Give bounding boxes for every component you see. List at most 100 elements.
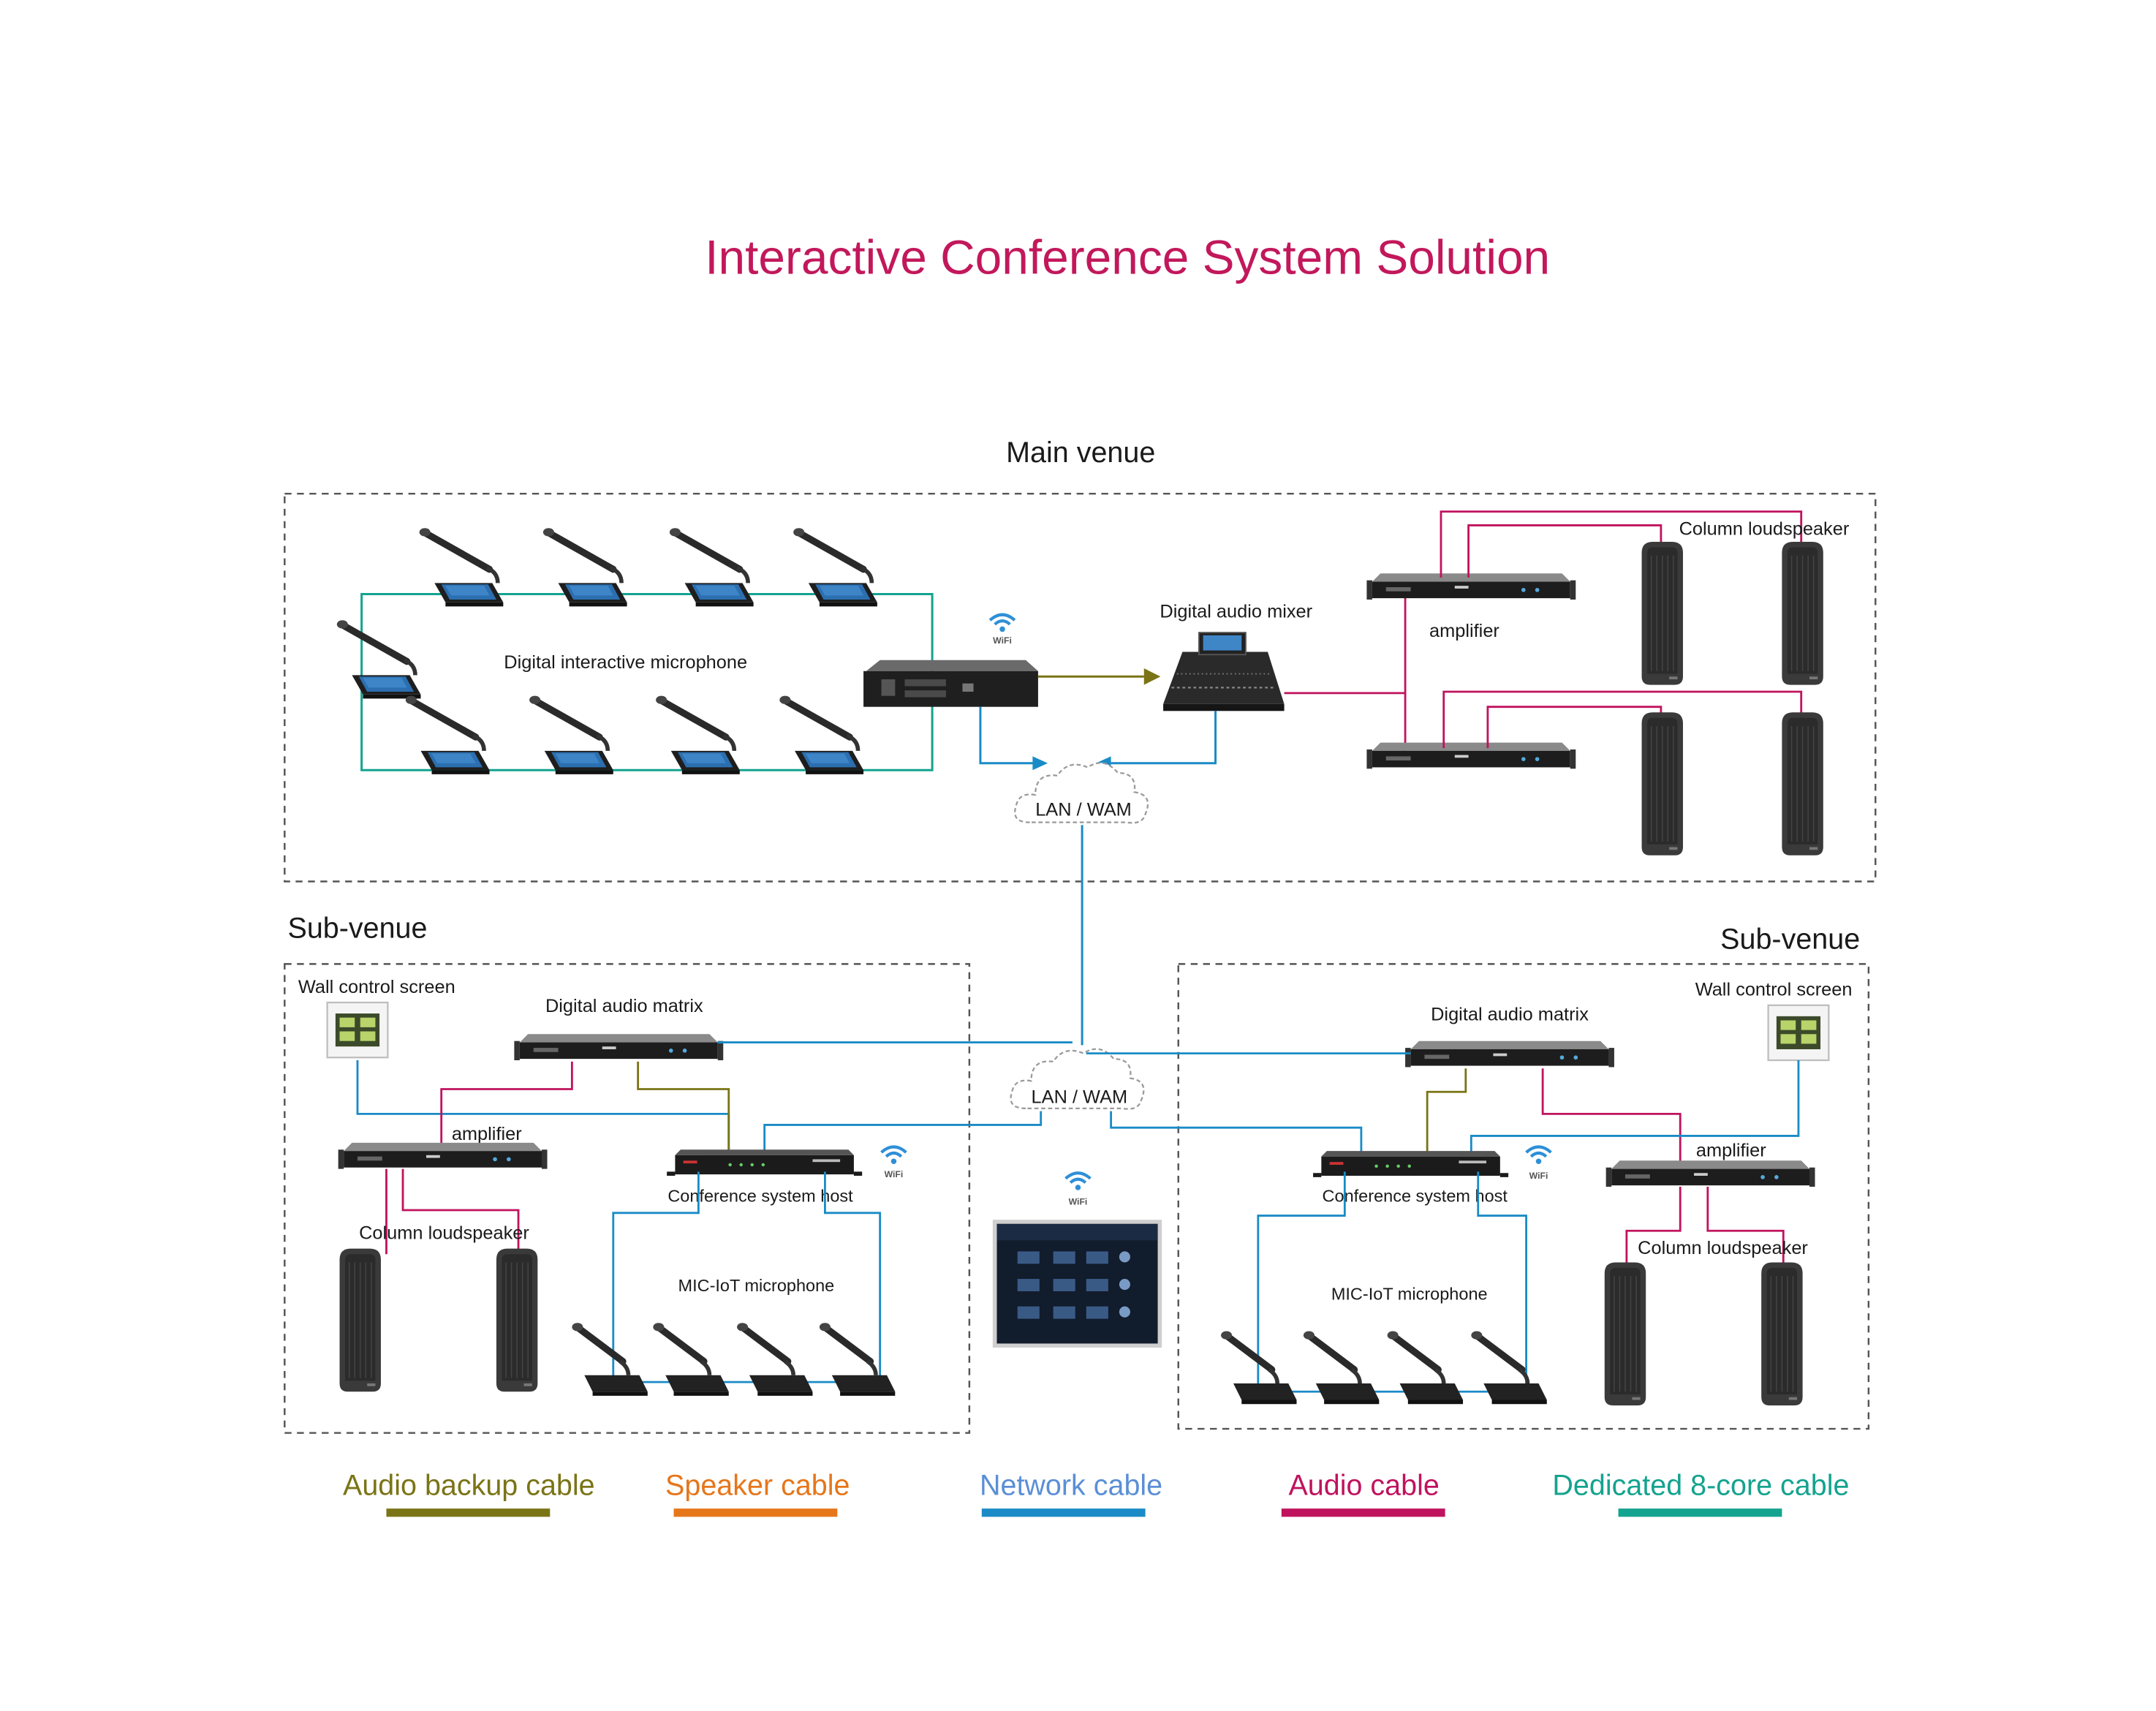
sub-venue-right-heading: Sub-venue	[1720, 924, 1860, 956]
audio-cable	[440, 1061, 573, 1150]
legend-label: Network cable	[980, 1469, 1162, 1501]
amplifier-device[interactable]	[1366, 573, 1576, 600]
network-cable	[763, 1111, 1043, 1153]
cloud-label-top: LAN / WAM	[1035, 799, 1132, 820]
network-cable	[979, 706, 1034, 765]
wall-control-screen-label-right: Wall control screen	[1695, 980, 1853, 1000]
mic-iot-label-left: MIC-IoT microphone	[678, 1276, 835, 1295]
page-title: Interactive Conference System Solution	[705, 230, 1550, 284]
digital-audio-mixer[interactable]	[1163, 632, 1285, 711]
amplifier-device-right[interactable]	[1605, 1160, 1815, 1187]
audio-cable	[1706, 1187, 1785, 1269]
legend-label: Speaker cable	[665, 1469, 850, 1501]
legend-swatch	[1618, 1508, 1782, 1517]
audio-cable	[1284, 692, 1407, 754]
amplifier-device-left[interactable]	[338, 1142, 548, 1169]
column-loudspeaker-label-left: Column loudspeaker	[359, 1223, 529, 1244]
digital-audio-matrix-left[interactable]	[514, 1034, 724, 1061]
mic-iot-label-right: MIC-IoT microphone	[1331, 1284, 1488, 1303]
wifi-label-right: WiFi	[1529, 1171, 1548, 1181]
column-loudspeaker-icon	[1641, 711, 1684, 856]
legend-item-network: Network cable	[980, 1469, 1162, 1517]
dedicated-cable-ring	[360, 592, 934, 771]
column-loudspeaker-icon	[1760, 1261, 1804, 1407]
amplifier-label: amplifier	[1429, 621, 1499, 641]
legend: Audio backup cable Speaker cable Network…	[343, 1469, 1849, 1517]
column-loudspeaker-icon	[338, 1247, 382, 1393]
network-cable	[356, 1060, 730, 1153]
legend-item-speaker: Speaker cable	[665, 1469, 850, 1517]
audio-cable	[1541, 1068, 1682, 1166]
cloud-label-bottom: LAN / WAM	[1032, 1087, 1128, 1107]
mic-iot-microphone-icon[interactable]	[1304, 1332, 1379, 1405]
amplifier-label-right: amplifier	[1696, 1141, 1766, 1161]
column-loudspeaker-label-right: Column loudspeaker	[1638, 1238, 1808, 1258]
digital-interactive-microphone-label: Digital interactive microphone	[504, 652, 747, 673]
digital-audio-matrix-right[interactable]	[1405, 1040, 1614, 1068]
mic-iot-microphone-icon[interactable]	[1471, 1332, 1546, 1405]
column-loudspeaker-icon	[495, 1247, 539, 1393]
main-venue-heading: Main venue	[1006, 437, 1155, 469]
conference-mic-icon[interactable]	[406, 696, 490, 774]
conference-mic-icon[interactable]	[337, 620, 421, 698]
dedicated-cable-loop	[1257, 1171, 1527, 1393]
legend-label: Audio backup cable	[343, 1469, 595, 1501]
amplifier-device[interactable]	[1366, 742, 1576, 769]
audio-cable	[1467, 524, 1663, 578]
mic-iot-microphone-icon[interactable]	[820, 1323, 895, 1396]
network-cable	[1470, 1060, 1800, 1155]
main-venue-box	[284, 492, 1877, 883]
conference-mic-icon[interactable]	[529, 696, 613, 774]
arrow-head-icon	[1032, 756, 1048, 771]
dedicated-cable-loop	[612, 1171, 882, 1383]
mic-iot-microphone-icon[interactable]	[653, 1323, 728, 1396]
legend-label: Dedicated 8-core cable	[1552, 1469, 1849, 1501]
wifi-label-left: WiFi	[885, 1169, 904, 1179]
legend-label: Audio cable	[1288, 1469, 1439, 1501]
wifi-icon	[1527, 1147, 1551, 1165]
touch-panel-icon[interactable]	[992, 1220, 1162, 1348]
digital-interactive-microphone-group	[337, 528, 877, 774]
mic-iot-microphone-icon[interactable]	[572, 1323, 647, 1396]
legend-item-audio: Audio cable	[1281, 1469, 1445, 1517]
digital-audio-matrix-label-left: Digital audio matrix	[545, 996, 703, 1016]
wall-control-screen-right[interactable]	[1767, 1004, 1830, 1062]
column-loudspeaker-icon	[1603, 1261, 1647, 1407]
audio-cable	[1486, 706, 1663, 749]
mic-iot-microphone-icon[interactable]	[737, 1323, 812, 1396]
legend-swatch	[1281, 1508, 1445, 1517]
conference-mic-icon[interactable]	[656, 696, 740, 774]
column-loudspeaker-label: Column loudspeaker	[1679, 519, 1850, 540]
sub-venue-left-heading: Sub-venue	[287, 913, 427, 945]
column-loudspeaker-icon	[1781, 711, 1824, 856]
wifi-icon	[1066, 1173, 1091, 1190]
wifi-icon	[882, 1147, 907, 1165]
sub-venue-left-box	[284, 963, 971, 1434]
wifi-icon	[990, 615, 1015, 632]
legend-swatch	[981, 1508, 1146, 1517]
audio-cable	[1440, 510, 1803, 578]
mic-iot-microphone-group-left	[572, 1323, 895, 1396]
legend-swatch	[386, 1508, 551, 1517]
legend-item-audio-backup: Audio backup cable	[343, 1469, 595, 1517]
audio-cable	[1625, 1187, 1682, 1269]
digital-audio-mixer-label: Digital audio mixer	[1160, 601, 1312, 622]
wall-control-screen-left[interactable]	[326, 1001, 389, 1059]
mic-iot-microphone-icon[interactable]	[1388, 1332, 1463, 1405]
digital-audio-matrix-label-right: Digital audio matrix	[1431, 1004, 1589, 1024]
mic-iot-microphone-group-right	[1221, 1332, 1547, 1405]
conference-mic-icon[interactable]	[779, 696, 863, 774]
audio-cable	[401, 1168, 520, 1255]
conference-system-host-left[interactable]	[667, 1149, 863, 1176]
main-conference-host[interactable]	[863, 660, 1038, 707]
conference-system-host-label-right: Conference system host	[1323, 1187, 1508, 1206]
network-cable	[1110, 1111, 1363, 1153]
column-loudspeaker-icon	[1781, 541, 1824, 686]
audio-backup-cable	[637, 1061, 730, 1153]
arrow-head-icon	[1143, 668, 1161, 685]
audio-backup-cable	[1426, 1068, 1467, 1153]
wifi-label-center: WiFi	[1069, 1196, 1088, 1206]
audio-cable	[1442, 690, 1803, 749]
amplifier-label-left: amplifier	[452, 1124, 522, 1144]
